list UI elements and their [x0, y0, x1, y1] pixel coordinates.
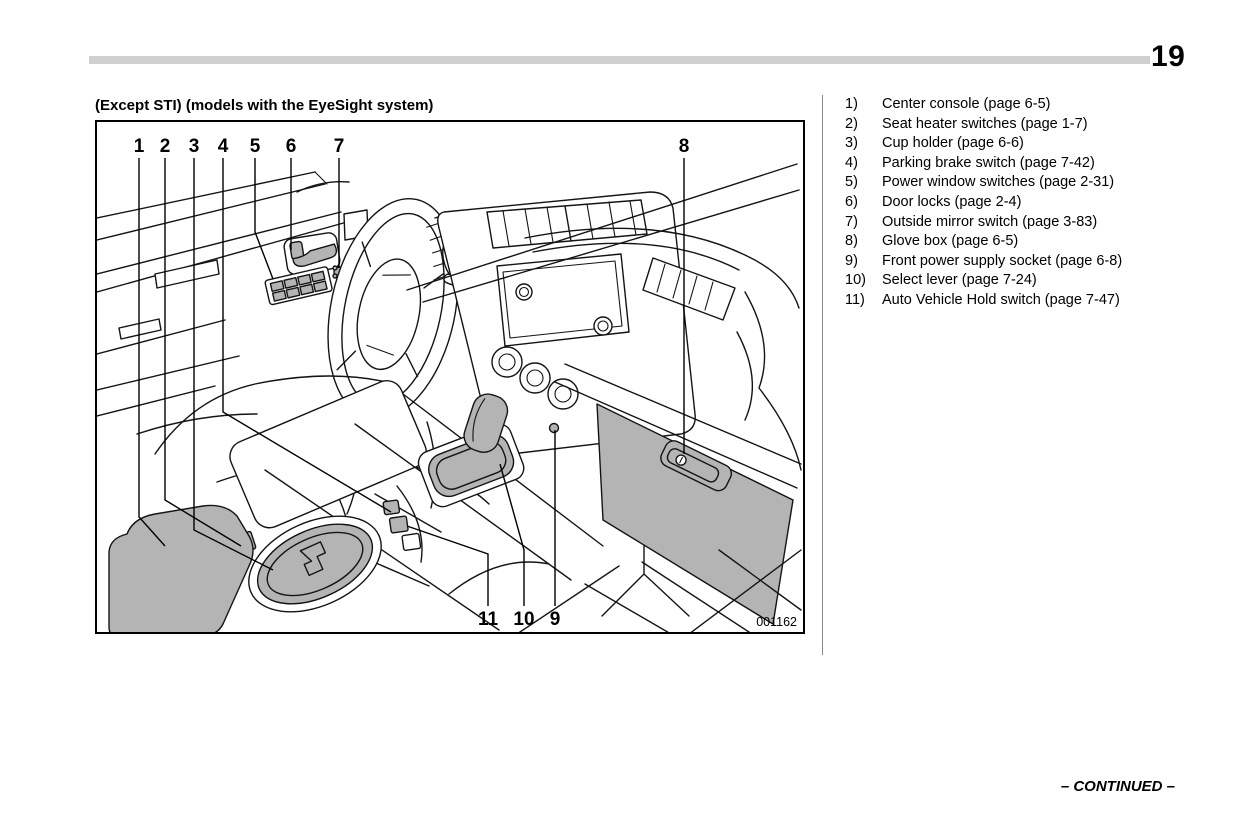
- legend-item-label: Select lever (page 7-24): [882, 272, 1037, 289]
- legend-item: 5) Power window switches (page 2-31): [845, 173, 1175, 193]
- legend-item-number: 1): [845, 96, 858, 112]
- figure-box: 1 2 3 4 5 6 7 8 11 10 9 001162: [95, 120, 805, 634]
- header-rule: [89, 56, 1150, 64]
- legend-item-number: 5): [845, 174, 858, 191]
- armrest: [108, 504, 254, 632]
- select-lever: [417, 393, 525, 508]
- page-number: 19: [1151, 40, 1186, 73]
- legend-item-label: Center console (page 6-5): [882, 96, 1051, 112]
- continued-label: – CONTINUED –: [1060, 778, 1175, 795]
- legend-divider: [822, 95, 823, 655]
- cup-holder: [248, 515, 382, 613]
- legend-item-number: 4): [845, 154, 858, 171]
- legend-item: 8) Glove box (page 6-5): [845, 232, 1175, 252]
- callout-3: 3: [189, 136, 200, 157]
- legend-item-label: Seat heater switches (page 1-7): [882, 115, 1088, 132]
- callout-10: 10: [513, 609, 534, 630]
- legend-item: 11) Auto Vehicle Hold switch (page 7-47): [845, 291, 1175, 311]
- legend-item-number: 2): [845, 115, 858, 132]
- power-window-switches: [264, 266, 333, 306]
- legend-item-label: Outside mirror switch (page 3-83): [882, 213, 1098, 230]
- interior-diagram: 1 2 3 4 5 6 7 8 11 10 9 001162: [97, 136, 802, 632]
- legend-item: 6) Door locks (page 2-4): [845, 193, 1175, 213]
- callout-4: 4: [218, 136, 229, 157]
- legend-item: 7) Outside mirror switch (page 3-83): [845, 213, 1175, 233]
- legend-item-label: Power window switches (page 2-31): [882, 174, 1115, 191]
- figure-caption: (Except STI) (models with the EyeSight s…: [95, 97, 434, 114]
- door-panel: [97, 171, 369, 417]
- legend-item-number: 9): [845, 252, 858, 269]
- power-socket: [548, 422, 560, 434]
- legend-item-number: 11): [845, 291, 865, 308]
- legend-item-number: 8): [845, 233, 858, 250]
- steering-wheel: [327, 197, 459, 421]
- callout-labels: 1 2 3 4 5 6 7 8 11 10 9: [134, 136, 690, 630]
- legend-item: 4) Parking brake switch (page 7-42): [845, 154, 1175, 174]
- legend-item-label: Cup holder (page 6-6): [882, 135, 1024, 152]
- center-stack: [437, 191, 696, 455]
- callout-11: 11: [478, 609, 499, 630]
- legend-item-number: 10): [845, 272, 866, 289]
- legend-item-label: Auto Vehicle Hold switch (page 7-47): [882, 291, 1120, 308]
- legend-item-number: 3): [845, 135, 858, 152]
- callout-1: 1: [134, 136, 145, 157]
- callout-5: 5: [250, 136, 261, 157]
- legend-item: 3) Cup holder (page 6-6): [845, 134, 1175, 154]
- legend-item-label: Parking brake switch (page 7-42): [882, 154, 1095, 171]
- figure-id: 001162: [756, 615, 797, 629]
- callout-9: 9: [550, 609, 561, 630]
- legend-item-number: 6): [845, 193, 858, 210]
- callout-6: 6: [286, 136, 297, 157]
- legend-list: 1) Center console (page 6-5) 2) Seat heate…: [845, 95, 1175, 311]
- legend-item-number: 7): [845, 213, 858, 230]
- leader-lines: [138, 158, 685, 606]
- callout-8: 8: [679, 136, 690, 157]
- callout-2: 2: [160, 136, 171, 157]
- legend-item-label: Door locks (page 2-4): [882, 193, 1022, 210]
- glove-box: [554, 363, 802, 632]
- legend-item: 2) Seat heater switches (page 1-7): [845, 115, 1175, 135]
- legend-item-label: Glove box (page 6-5): [882, 233, 1019, 250]
- console-switches: [382, 499, 422, 551]
- legend-item: 10) Select lever (page 7-24): [845, 271, 1175, 291]
- callout-7: 7: [334, 136, 345, 157]
- door-handle: [283, 232, 341, 276]
- legend-item: 1) Center console (page 6-5): [845, 95, 1175, 115]
- legend-item: 9) Front power supply socket (page 6-8): [845, 252, 1175, 272]
- dashboard-right: [406, 163, 802, 471]
- legend-item-label: Front power supply socket (page 6-8): [882, 252, 1123, 269]
